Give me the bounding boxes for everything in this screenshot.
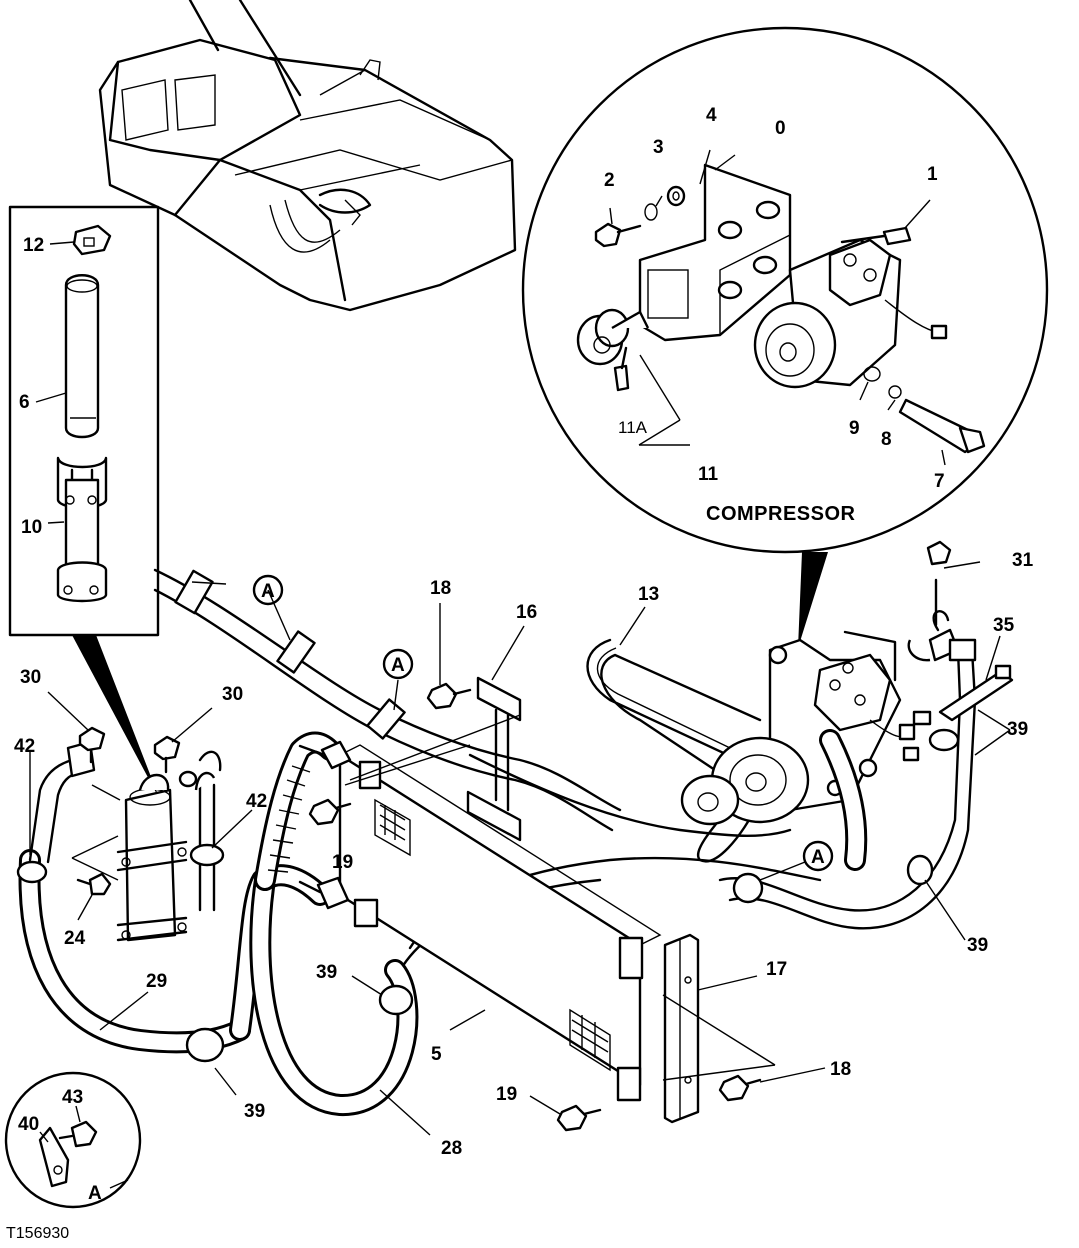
callout-17: 17 [766, 959, 787, 980]
callout-43: 43 [62, 1087, 83, 1108]
callout-42-left: 42 [14, 736, 35, 757]
callout-30-left: 30 [20, 667, 41, 688]
callout-39-lower-right: 39 [967, 935, 988, 956]
callout-30-right: 30 [222, 684, 243, 705]
callout-6: 6 [19, 392, 30, 413]
callout-39-lower-left: 39 [244, 1101, 265, 1122]
detail-a-inset-label: A [88, 1183, 102, 1204]
callout-18-top: 18 [430, 578, 451, 599]
callout-40: 40 [18, 1114, 39, 1135]
callout-0: 0 [775, 118, 786, 139]
callout-18-bottom: 18 [830, 1059, 851, 1080]
callout-9: 9 [849, 418, 860, 439]
callout-39-center: 39 [316, 962, 337, 983]
main-assembly [16, 540, 1014, 1136]
compressor-title: COMPRESSOR [706, 503, 856, 525]
callout-1: 1 [927, 164, 938, 185]
figure-id: T156930 [6, 1225, 69, 1242]
callout-39-right: 39 [1007, 719, 1028, 740]
receiver-drier-inset [8, 205, 160, 637]
callout-10: 10 [21, 517, 42, 538]
callout-3: 3 [653, 137, 664, 158]
excavator-overview [98, 0, 517, 312]
detail-a-marker-3: A [811, 847, 825, 868]
detail-a-markers [252, 574, 834, 872]
callout-16: 16 [516, 602, 537, 623]
callout-19-bottom: 19 [496, 1084, 517, 1105]
callout-29: 29 [146, 971, 167, 992]
callout-31: 31 [1012, 550, 1034, 571]
callout-28: 28 [441, 1138, 462, 1159]
callout-12: 12 [23, 235, 44, 256]
callout-24: 24 [64, 928, 86, 949]
callout-2: 2 [604, 170, 615, 191]
inset-pointer [72, 635, 160, 800]
callout-35: 35 [993, 615, 1015, 636]
detail-a-marker-1: A [261, 581, 275, 602]
callout-11: 11 [698, 464, 719, 485]
callout-19-top: 19 [332, 852, 353, 873]
callout-5: 5 [431, 1044, 442, 1065]
callout-7: 7 [934, 471, 945, 492]
callout-11a: 11A [618, 418, 648, 437]
compressor-detail-circle [521, 26, 1049, 648]
detail-a-marker-2: A [391, 655, 405, 676]
callout-8: 8 [881, 429, 892, 450]
clamp-detail-inset [4, 1071, 142, 1209]
callout-13: 13 [638, 584, 659, 605]
callout-4: 4 [706, 105, 717, 126]
callout-42-right: 42 [246, 791, 267, 812]
callout-labels: 0 1 2 3 4 7 8 9 11 11A COMPRESSOR 12 6 1… [6, 105, 1034, 1242]
